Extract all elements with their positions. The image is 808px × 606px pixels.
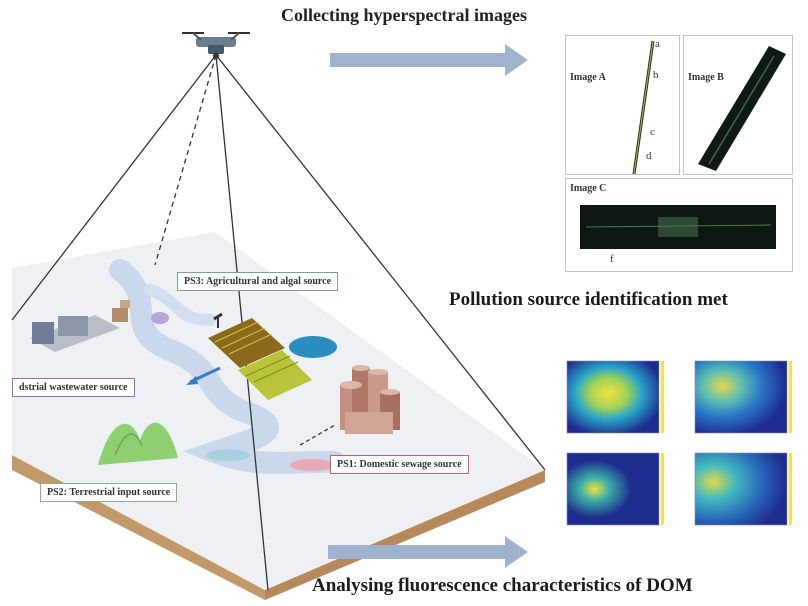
image-b-strip xyxy=(698,46,786,171)
image-c-strip xyxy=(580,205,776,249)
ps2-label: PS2: Terrestrial input source xyxy=(40,483,178,502)
hills-icon xyxy=(98,422,178,465)
ps3-label: PS3: Agricultural and algal source xyxy=(177,272,339,291)
bottom-arrow xyxy=(328,536,528,568)
mark-a: a xyxy=(655,38,660,50)
diagram-title: Collecting hyperspectral images xyxy=(281,5,527,25)
pond-icon xyxy=(289,336,337,358)
sewage-plume xyxy=(290,459,334,471)
image-a-strip xyxy=(632,40,655,174)
ps1-label: PS1: Domestic sewage source xyxy=(330,455,469,474)
mark-d: d xyxy=(646,150,652,162)
image-a-label: Image A xyxy=(570,72,606,83)
drone-icon xyxy=(182,32,250,59)
view-line-dashed xyxy=(154,54,217,266)
heatmap-1 xyxy=(566,360,660,434)
heatmap-4 xyxy=(694,452,788,526)
heatmap-2 xyxy=(694,360,788,434)
view-line-3 xyxy=(215,54,546,471)
buildings-icon xyxy=(340,365,400,434)
factory-icon xyxy=(30,300,169,352)
heatmap-3 xyxy=(566,452,660,526)
image-b-label: Image B xyxy=(688,72,724,83)
image-a-panel: Image A a b c d xyxy=(565,35,680,175)
river-branch xyxy=(144,284,216,326)
mark-e: e xyxy=(758,94,763,106)
mark-c: c xyxy=(650,126,655,138)
image-c-panel: Image C f xyxy=(565,178,793,272)
industrial-label: dstrial wastewater source xyxy=(12,378,135,397)
image-c-label: Image C xyxy=(570,183,607,194)
mark-f: f xyxy=(610,253,614,265)
analysing-heading: Analysing fluorescence characteristics o… xyxy=(312,575,693,596)
runoff-plume xyxy=(206,449,250,461)
river xyxy=(109,259,346,474)
image-b-panel: Image B e xyxy=(683,35,793,175)
view-line-1 xyxy=(11,54,217,321)
pollution-heading: Pollution source identification met xyxy=(449,289,728,310)
ground-side-right xyxy=(265,470,545,600)
top-arrow xyxy=(330,44,528,76)
eem-heatmaps xyxy=(566,360,792,526)
view-line-2 xyxy=(215,54,269,591)
farmland-icon xyxy=(208,312,312,400)
mark-b: b xyxy=(653,69,659,81)
